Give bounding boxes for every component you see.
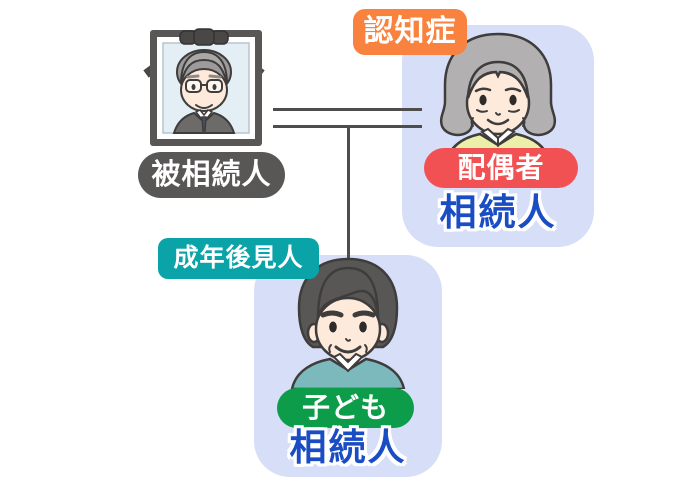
- deceased-label-pill: 被相続人: [138, 152, 285, 198]
- elderly-woman-icon: [439, 32, 557, 163]
- spouse-role-pill: 配偶者: [424, 148, 578, 188]
- child-role-pill: 子ども: [277, 388, 414, 428]
- memorial-portrait-icon: [143, 28, 265, 146]
- middle-aged-man-icon: [290, 257, 406, 389]
- spouse-heir-label: 相続人: [439, 192, 557, 233]
- dementia-tag: 認知症: [353, 9, 467, 55]
- marriage-line-top: [273, 108, 422, 111]
- child-descent-line: [347, 125, 350, 262]
- adult-guardian-tag: 成年後見人: [158, 238, 319, 279]
- child-heir-label: 相続人: [289, 427, 407, 468]
